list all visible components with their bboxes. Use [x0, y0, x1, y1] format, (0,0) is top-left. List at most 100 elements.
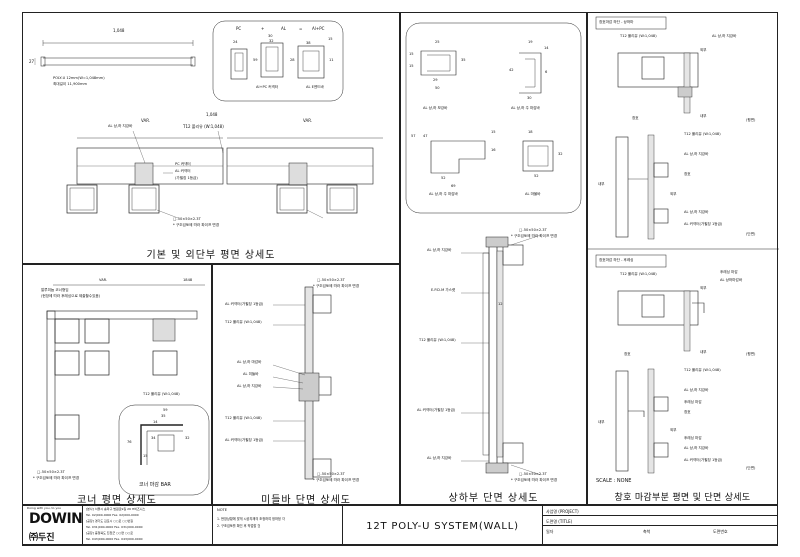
company-line-2: [공장] 경기도 김포시 ○○로 ○○번길 — [86, 519, 133, 523]
corner-note-2: (현장에 따라 후레싱으로 제출할수있음) — [41, 294, 101, 298]
note-al-bar: AL 상,하 지강바 — [108, 124, 133, 128]
dim-28: 28 — [290, 58, 295, 62]
mid-note-beam-3: □-50×50×2.3T — [317, 472, 345, 476]
sp-dim-47: 47 — [423, 134, 428, 138]
corner-drawing — [46, 284, 210, 496]
panel-corner: VAR. 1848 알루미늄 코너형임 (현장에 따라 후레싱으로 제출할수있음… — [22, 264, 212, 506]
company-line-5: Tel. 043)000-0000 Fax. 043)000-0000 — [86, 537, 143, 541]
row-project-label: 사업명 (PROJECT) — [546, 508, 579, 514]
pc-header-alpc: Al+PC — [312, 26, 325, 31]
win-al-frame-2: AL 상,하 지강바 — [684, 152, 709, 156]
caption-middle-bar: 미들바 단면 상세도 — [261, 495, 351, 506]
company-logo-sub: ㈜두진 — [29, 533, 55, 543]
dim-30: 30 — [268, 34, 273, 38]
win-scale: SCALE : NONE — [596, 478, 632, 484]
win-t12-1: T12 폴리유 (W:1,048) — [620, 34, 657, 38]
pc-header-eq: = — [299, 26, 303, 31]
corner-bar-caption: 코너 마감 BAR — [139, 482, 171, 488]
win-sub1: 창호마감 하단 - 상하마 — [599, 20, 634, 24]
note-label: NOTE — [217, 508, 227, 512]
sp-dim-42: 42 — [509, 68, 514, 72]
label-endbar: AL E엔드바 — [306, 85, 324, 89]
corner-var: VAR. — [99, 278, 108, 282]
win-flash-4: 후레싱 마감 — [684, 400, 702, 404]
panel-section-parts: 25 15 15 35 29 50 19 14 42 6 30 AL 상,하 보… — [400, 12, 587, 505]
win-conn-2: AL 커넥터(가필징 1등급) — [684, 222, 723, 226]
corner-d76: 76 — [127, 440, 132, 444]
row-title-label: 도면명 (TITLE) — [546, 518, 573, 524]
win-al-frame-4: AL 상,하 지강바 — [684, 388, 709, 392]
sp-dim-25: 25 — [435, 40, 440, 44]
sp-dim-32: 32 — [558, 152, 563, 156]
sp-dim-15c: 15 — [491, 130, 496, 134]
caption-window: 창호 마감부분 평면 및 단면 상세도 — [614, 493, 751, 503]
dim-38: 38 — [306, 41, 311, 45]
mid-note-beam-4: * 구조검토에 따라 파이프 변경 — [313, 478, 360, 482]
win-t12-3: T12 폴리유 (W:1,048) — [620, 272, 657, 276]
mid-note-beam-1: □-50×50×2.3T — [317, 278, 345, 282]
win-flash-3: 후레싱 마감 — [720, 270, 738, 274]
sp-dim-16: 16 — [491, 148, 496, 152]
sp-dim-18: 18 — [528, 130, 533, 134]
company-logo: DOWIN — [29, 511, 83, 527]
win-inside-3: 내부 — [700, 350, 707, 354]
title-main-cell: 12T POLY-U SYSTEM(WALL) — [343, 506, 543, 544]
note-gasket: (가필징 1등급) — [175, 176, 198, 180]
row-title: 도면명 (TITLE) — [543, 516, 778, 526]
win-tag-plan-1: (평면) — [746, 118, 756, 122]
drawing-title: 12T POLY-U SYSTEM(WALL) — [366, 521, 519, 532]
sp-dim-52b: 52 — [534, 174, 539, 178]
corner-d35: 35 — [161, 414, 166, 418]
company-line-0: [본사] 서울시 송파구 법원로9길 26 H비즈니스 — [86, 507, 146, 511]
pc-header-pc: PC — [236, 26, 242, 31]
mid-note-finish: AL 상,하 마감바 — [237, 360, 262, 364]
win-outside-1: 외부 — [700, 48, 707, 52]
sp-dim-35: 35 — [461, 58, 466, 62]
corner-d32: 32 — [185, 436, 190, 440]
sp-dim-19: 19 — [528, 40, 533, 44]
win-tag-plan-2: (평면) — [746, 352, 756, 356]
win-inside-4: 내부 — [598, 420, 605, 424]
row-date-label: 일자 — [546, 528, 554, 534]
sp-label-main-finish: AL 상,하 주 마감바 — [429, 192, 458, 196]
company-line-4: [공장] 충청북도 진천군 ○○면 ○○로 — [86, 531, 133, 535]
sp-note-beam-4: * 구조검토에 따라 파이프 변경 — [511, 478, 558, 482]
sp-dim-14: 14 — [544, 46, 549, 50]
sp-label-top-finish: AL 상,하 주 마감바 — [511, 106, 540, 110]
sp-dim-6: 6 — [545, 70, 548, 74]
sp-note-epdm: E.P.D.M 가스켓 — [431, 288, 456, 292]
sp-note-al-bar-2: AL 상,하 지강바 — [427, 456, 452, 460]
sp-dim-30: 30 — [527, 96, 532, 100]
company-line-1: Tel. 02)000-0000 Fax. 02)000-0000 — [86, 513, 139, 517]
row-project: 사업명 (PROJECT) — [543, 506, 778, 516]
corner-note-1: 알루미늄 코너형임 — [41, 288, 69, 292]
win-al-bar-5: AL 상,하 지강바 — [684, 446, 709, 450]
note-beam-1: □-50×50×2.3T — [173, 217, 201, 221]
win-tag-section-1: (단면) — [746, 232, 756, 236]
sp-label-top-frame: AL 상,하 보강바 — [423, 106, 448, 110]
win-t12-2: T12 폴리유 (W:1,048) — [684, 132, 721, 136]
title-block: Doing with you, to you DOWIN ㈜두진 [본사] 서울… — [22, 505, 778, 545]
dim-11: 11 — [329, 58, 334, 62]
caption-basic-plan: 기본 및 외단부 평면 상세도 — [146, 250, 276, 261]
win-window-3: 창호 — [624, 352, 631, 356]
sp-label-drain: AL 마물바 — [525, 192, 541, 196]
corner-note-beam-2: * 구조검토에 따라 파이프 변경 — [33, 476, 80, 480]
win-window-2: 창호 — [684, 172, 691, 176]
mid-note-t12b: T12 폴리유 (W:1,048) — [225, 416, 262, 420]
label-connector: Al+PC 커넥터 — [256, 85, 279, 89]
win-outside-3: 외부 — [700, 286, 707, 290]
sp-dim-15a: 15 — [409, 52, 414, 56]
corner-d14: 14 — [153, 420, 158, 424]
corner-d34: 34 — [151, 436, 156, 440]
note-t12: T12 폴리유 (W:1,048) — [183, 124, 224, 129]
mid-note-mid: AL 미들바 — [243, 372, 259, 376]
corner-note-t12: T12 폴리유 (W:1,048) — [143, 392, 180, 396]
win-t12-4: T12 폴리유 (W:1,048) — [684, 368, 721, 372]
row-date: 일자 축척 도면번호 — [543, 526, 778, 536]
sp-note-beam-2: * 구조검토에 따라 파이프 변경 — [511, 234, 558, 238]
note-alconn: AL 커넥터 — [175, 169, 191, 173]
section-drawing — [405, 22, 582, 476]
caption-corner: 코너 평면 상세도 — [77, 495, 157, 506]
